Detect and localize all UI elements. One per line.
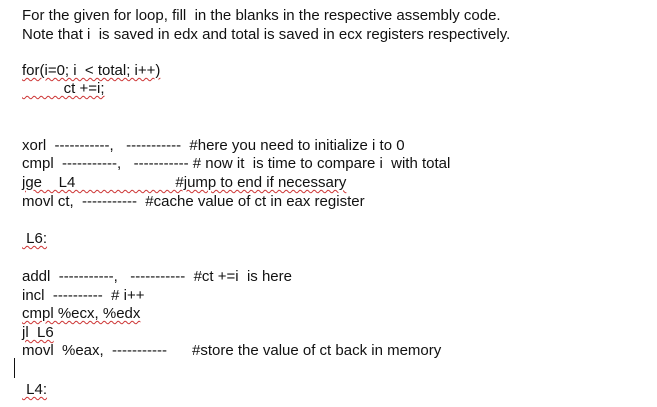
- loop-header: for(i=0; i < total; i++): [22, 62, 161, 79]
- asm-jl-line: jl L6: [22, 324, 54, 341]
- asm-cmpl-regs-line: cmpl %ecx, %edx: [22, 305, 141, 322]
- label-l6: L6:: [22, 230, 48, 247]
- label-l4: L4:: [22, 381, 48, 398]
- loop-body: ct +=i;: [22, 80, 105, 97]
- instruction-line-2: Note that i is saved in edx and total is…: [22, 26, 511, 43]
- asm-addl-line: addl -----------, ----------- #ct +=i is…: [22, 268, 292, 285]
- asm-incl-line: incl ---------- # i++: [22, 287, 145, 304]
- text-cursor: [14, 358, 15, 378]
- instruction-line-1: For the given for loop, fill in the blan…: [22, 7, 501, 24]
- asm-cmpl-line: cmpl -----------, ----------- # now it i…: [22, 155, 451, 172]
- asm-xorl-line: xorl -----------, ----------- #here you …: [22, 137, 405, 154]
- asm-movl-store-line: movl %eax, ----------- #store the value …: [22, 342, 442, 359]
- asm-jge-line: jge L4 #jump to end if necessary: [22, 174, 347, 191]
- asm-movl-line: movl ct, ----------- #cache value of ct …: [22, 193, 365, 210]
